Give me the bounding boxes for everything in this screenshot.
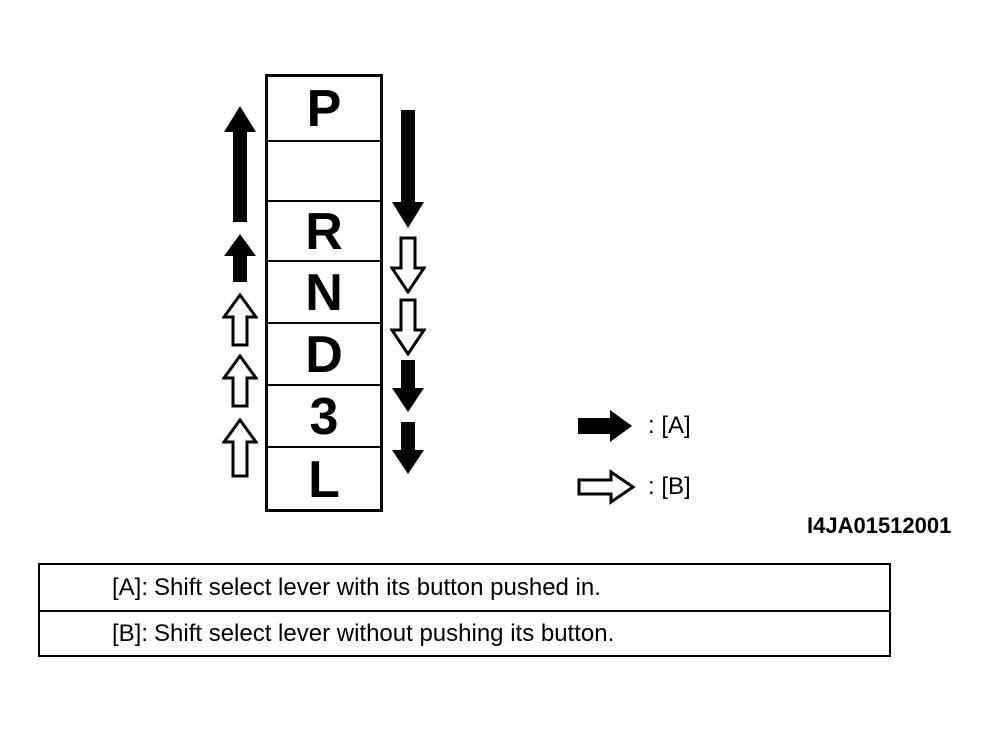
- gear-position-l: L: [268, 446, 380, 511]
- hollow-up-arrow-icon: [222, 418, 258, 478]
- gear-position-n: N: [268, 260, 380, 324]
- note-key: [A]:: [111, 573, 148, 601]
- hollow-up-arrow-icon: [222, 293, 258, 347]
- hollow-down-arrow-icon: [390, 298, 426, 356]
- hollow-right-arrow-icon: [577, 469, 636, 505]
- gear-position-r: R: [268, 200, 380, 262]
- legend-solid: : [A]: [576, 408, 691, 444]
- hollow-down-arrow-icon: [390, 236, 426, 294]
- note-row-b: [B]: Shift select lever without pushing …: [40, 610, 889, 655]
- figure-id: I4JA01512001: [807, 513, 952, 538]
- legend-hollow: : [B]: [576, 468, 691, 506]
- note-text: Shift select lever with its button pushe…: [154, 573, 601, 601]
- note-row-a: [A]: Shift select lever with its button …: [40, 565, 889, 610]
- gear-position-3: 3: [268, 384, 380, 448]
- note-key: [B]:: [111, 619, 148, 647]
- hollow-up-arrow-icon: [222, 354, 258, 408]
- solid-up-arrow-icon: [224, 234, 256, 282]
- notes-table: [A]: Shift select lever with its button …: [38, 563, 891, 657]
- legend-hollow-label: : [B]: [648, 473, 691, 500]
- gear-position-p: P: [306, 79, 342, 138]
- legend-solid-label: : [A]: [648, 412, 691, 439]
- solid-down-arrow-icon: [392, 360, 424, 412]
- solid-up-arrow-icon: [224, 106, 256, 222]
- gear-gate: P R N D 3 L: [265, 74, 383, 512]
- note-text: Shift select lever without pushing its b…: [154, 619, 615, 647]
- gear-position-blank: [268, 140, 380, 202]
- solid-down-arrow-icon: [392, 110, 424, 228]
- solid-right-arrow-icon: [578, 410, 632, 442]
- solid-down-arrow-icon: [392, 422, 424, 474]
- gear-position-d: D: [268, 322, 380, 386]
